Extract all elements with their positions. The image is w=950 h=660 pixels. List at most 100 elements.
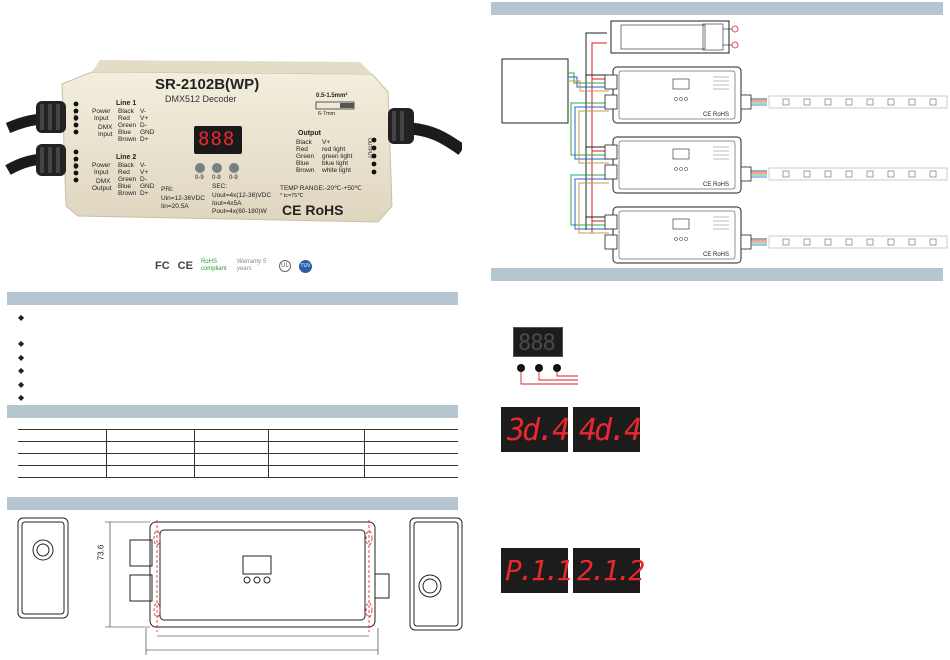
bullet-icon: ◆ [18,379,25,389]
bullet-icon: ◆ [18,313,25,322]
end-view-right [409,517,463,631]
table-cell [363,441,458,454]
section-bar-features [7,292,458,305]
led-chip [908,170,916,178]
line2-wire-0: Black [118,162,134,169]
warranty-logo: Warranty 5 years [236,259,267,272]
table-cell [105,429,194,442]
table-cell [18,465,106,478]
line1-label-power: Power [92,108,111,115]
led-strip-1 [768,95,948,109]
side-label-line1: Line 1 [72,112,78,126]
dimension-drawings [17,517,463,655]
line1-label-dmx: DMX [98,124,113,131]
line1-title: Line 1 [116,100,137,107]
fc-logo: FC [155,260,170,272]
tc-rating: * tc=75℃ [280,193,304,199]
led-chip [803,98,811,106]
led-chip [845,238,853,246]
led-strip-2 [768,167,948,181]
output-wire-1: Red [296,146,308,153]
line1-pin-2: D- [140,122,147,129]
display-example-row2-a: P.1.1 [501,548,573,593]
output-name-2: green light [322,153,353,160]
display-example-row1-a: 3d.4 [501,407,570,452]
svg-text:CE RoHS: CE RoHS [703,182,729,188]
button-label-2: 0-9 [229,175,238,181]
list-item: ◆ [18,337,458,350]
led-chip [887,238,895,246]
table-cell [18,453,106,466]
product-subtitle: DMX512 Decoder [165,94,237,104]
table-cell [105,453,194,466]
pri-line-1: Iin=20.5A [161,203,189,210]
led-chip [782,170,790,178]
feature-list: ◆ ◆ ◆ ◆ ◆ ◆ [18,311,458,405]
certification-row: FC CE RoHS compliant Warranty 5 years UL… [155,259,312,273]
ul-logo: UL [278,260,291,272]
pri-title: PRI: [161,186,174,193]
output-wire-3: Blue [296,160,310,167]
line1-wire-0: Black [118,108,134,115]
table-row [18,429,458,442]
led-chip [803,170,811,178]
sec-line-0: Uout=4x(12-36)VDC [212,192,272,199]
display-example-top: 888 [513,327,563,357]
list-item: ◆ [18,378,458,391]
line1-wire-3: Blue [118,129,132,136]
table-cell [105,441,194,454]
led-chip [866,238,874,246]
decoder-unit-1: CE RoHS [604,66,752,124]
decoder-unit-3: CE RoHS [604,206,752,264]
line1-pin-3: GND [140,129,155,136]
svg-text:CE RoHS: CE RoHS [703,112,729,118]
sec-line-1: Iout=4x5A [212,200,242,207]
led-chip [929,98,937,106]
line2-wire-4: Brown [118,190,137,197]
ce-rohs-marks: CE RoHS [282,202,344,218]
sec-line-2: Pout=4x(60-180)W [212,208,267,215]
display-digits: 3d.4 [507,413,570,448]
display-example-row1-b: 4d.4 [573,407,642,452]
section-bar-display [491,268,943,281]
line1-pin-1: V+ [140,115,149,122]
led-chip [782,238,790,246]
list-item: ◆ [18,364,458,377]
list-item: ◆ [18,391,458,404]
led-chip [866,170,874,178]
output-name-3: blue light [322,160,349,167]
line1-label-input-2: Input [98,131,113,138]
led-chip [824,98,832,106]
table-cell [267,441,364,454]
table-cell [193,441,268,454]
line2-pin-4: D+ [140,190,149,197]
section-bar-dimensions [7,497,458,510]
temp-range: TEMP RANGE:-20℃-+50℃ [280,185,362,192]
wire-spec: 0.5-1.5mm² [316,93,348,99]
sec-title: SEC: [212,183,228,190]
led-chip [908,238,916,246]
line2-wire-3: Blue [118,183,132,190]
table-row [18,453,458,466]
bullet-icon: ◆ [18,366,25,375]
line2-label-input: Input [94,169,109,176]
led-chip [866,98,874,106]
side-label-line2: Line 2 [72,160,78,174]
line2-pin-3: GND [140,183,155,190]
line2-label-output: Output [92,185,112,192]
section-bar-specs [7,405,458,418]
button-label-1: 0-9 [212,175,221,181]
output-name-0: V+ [322,139,331,146]
table-row [18,441,458,454]
led-chip [824,238,832,246]
table-cell [18,441,106,454]
output-wire-0: Black [296,139,312,146]
output-wire-4: Brown [296,167,315,174]
bullet-icon: ◆ [18,339,25,348]
table-cell [193,465,268,478]
led-chip [929,238,937,246]
line1-label-input: Input [94,115,109,122]
line2-label-dmx: DMX [96,178,111,185]
table-cell [363,429,458,442]
